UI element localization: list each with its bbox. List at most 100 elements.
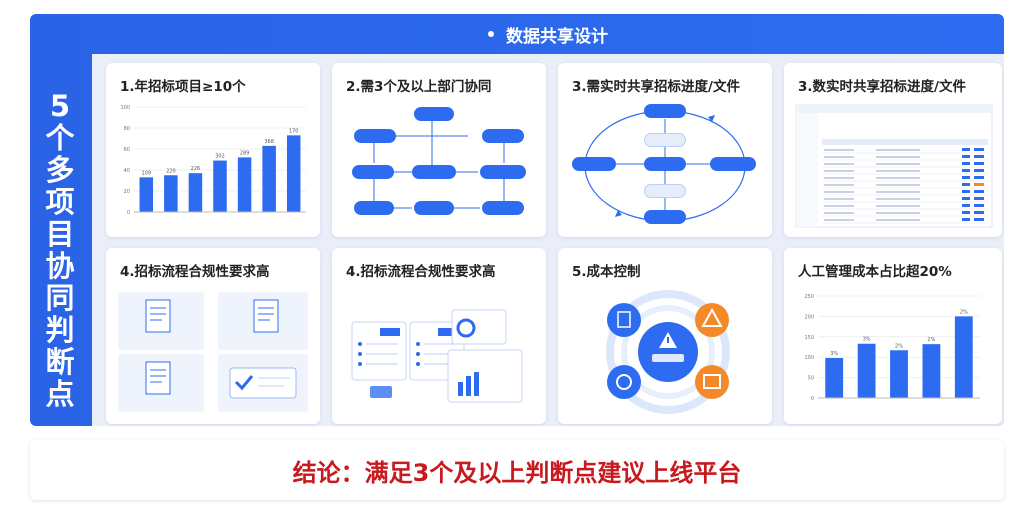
card-title: 1.年招标项目≥10个 xyxy=(120,79,246,95)
card-title: 2.需3个及以上部门协同 xyxy=(346,79,492,95)
table-cell xyxy=(876,212,920,214)
table-action xyxy=(962,211,970,214)
table-cell xyxy=(876,198,920,200)
flow-node xyxy=(354,201,394,215)
y-tick-label: 200 xyxy=(804,314,814,320)
card-title: 3.需实时共享招标进度/文件 xyxy=(572,79,740,95)
flow-node xyxy=(412,165,456,179)
card-progress-table: 3.数实时共享招标进度/文件 xyxy=(784,63,1002,237)
table-cell xyxy=(824,163,854,165)
progress-table-thumbnail xyxy=(795,104,993,228)
table-sidebar xyxy=(796,113,818,227)
card-title: 3.数实时共享招标进度/文件 xyxy=(798,79,966,95)
table-action xyxy=(974,155,984,158)
data-label: 368 xyxy=(264,139,274,145)
cycle-node xyxy=(644,184,686,198)
bar xyxy=(922,344,941,398)
cycle-node xyxy=(644,157,686,171)
bar xyxy=(825,358,844,398)
bar xyxy=(954,316,973,398)
table-cell xyxy=(824,212,854,214)
table-cell xyxy=(824,198,854,200)
table-action xyxy=(962,197,970,200)
card-title: 4.招标流程合规性要求高 xyxy=(346,264,496,280)
coin-icon xyxy=(607,365,641,399)
y-tick-label: 250 xyxy=(804,294,814,300)
data-label: 302 xyxy=(215,154,225,160)
card-cost-control: 5.成本控制 xyxy=(558,248,772,424)
table-header-row xyxy=(822,139,988,145)
cycle-node xyxy=(644,133,686,147)
table-action xyxy=(974,176,984,179)
header-band: 数据共享设计 xyxy=(92,14,1004,54)
flow-node xyxy=(480,165,526,179)
bar xyxy=(139,177,154,212)
flow-node xyxy=(414,107,454,121)
y-tick-label: 50 xyxy=(808,376,814,382)
warning-icon xyxy=(695,303,729,337)
data-label: 289 xyxy=(240,150,250,156)
y-tick-label: 100 xyxy=(804,355,814,361)
data-label: 220 xyxy=(166,168,176,174)
cost-control-illustration xyxy=(606,290,730,414)
card-compliance-screens: 4.招标流程合规性要求高 xyxy=(332,248,546,424)
card-title: 4.招标流程合规性要求高 xyxy=(120,264,270,280)
table-cell xyxy=(824,156,854,158)
table-cell xyxy=(876,177,920,179)
bar xyxy=(164,175,178,212)
table-cell xyxy=(824,219,854,221)
alert-icon xyxy=(659,332,677,348)
data-label: 2% xyxy=(895,343,903,349)
bar xyxy=(286,135,301,212)
table-cell xyxy=(824,205,854,207)
table-cell xyxy=(824,149,854,151)
compliance-docs-illustration xyxy=(118,292,308,412)
table-cell xyxy=(876,184,920,186)
bar xyxy=(213,160,227,212)
y-tick-label: 40 xyxy=(124,168,130,174)
y-tick-label: 80 xyxy=(124,126,130,132)
table-action xyxy=(974,211,984,214)
bar xyxy=(188,173,203,212)
table-action xyxy=(974,197,984,200)
flow-node xyxy=(414,201,454,215)
table-cell xyxy=(876,219,920,221)
data-label: 170 xyxy=(289,128,299,134)
document-icon xyxy=(253,299,279,333)
table-action xyxy=(974,162,984,165)
table-cell xyxy=(824,170,854,172)
table-action xyxy=(974,204,984,207)
table-cell xyxy=(824,177,854,179)
check-icon xyxy=(229,367,297,399)
table-action xyxy=(974,218,984,221)
card-realtime-share: 3.需实时共享招标进度/文件 xyxy=(558,63,772,237)
flow-node xyxy=(354,129,396,143)
bar xyxy=(857,343,876,398)
cycle-node xyxy=(710,157,756,171)
table-action xyxy=(974,169,984,172)
data-label: 3% xyxy=(830,351,838,357)
table-cell xyxy=(876,163,920,165)
table-action xyxy=(962,155,970,158)
table-cell xyxy=(824,191,854,193)
bar xyxy=(890,350,908,398)
y-tick-label: 60 xyxy=(124,147,130,153)
dept-flow-connectors xyxy=(373,114,505,209)
table-cell xyxy=(824,184,854,186)
table-cell xyxy=(876,149,920,151)
table-action xyxy=(962,183,970,186)
table-cell xyxy=(876,191,920,193)
data-label: 109 xyxy=(142,170,152,176)
document-icon xyxy=(145,361,171,395)
bullet-dot xyxy=(488,31,494,37)
table-action xyxy=(962,176,970,179)
bar xyxy=(237,157,252,212)
data-label: 2% xyxy=(960,309,968,315)
table-action xyxy=(962,204,970,207)
card-department-collab: 2.需3个及以上部门协同 xyxy=(332,63,546,237)
data-label: 3% xyxy=(863,337,871,343)
header-title: 数据共享设计 xyxy=(506,26,608,47)
